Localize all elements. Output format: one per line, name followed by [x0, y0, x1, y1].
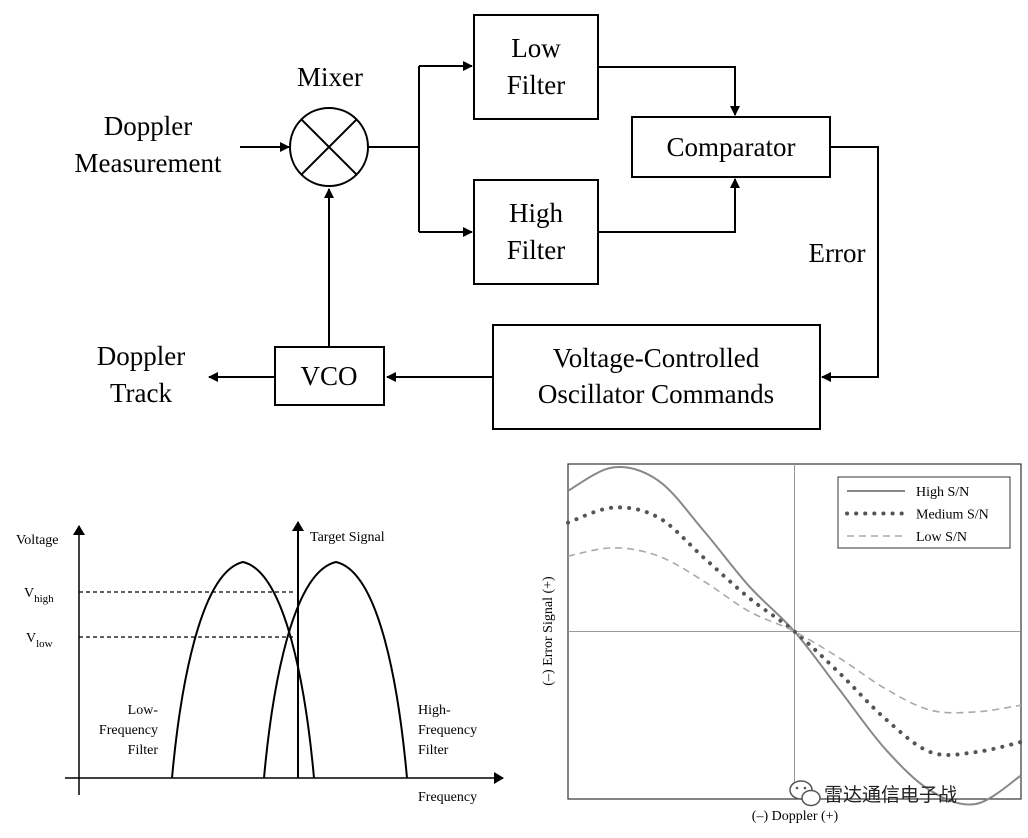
low-frequency-filter-curve	[171, 560, 315, 779]
target-signal-label: Target Signal	[310, 530, 385, 545]
series-layer	[566, 466, 1023, 806]
v-low-label: Vlow	[26, 631, 53, 650]
doppler-track-label-line1: Doppler	[97, 341, 185, 371]
high-frequency-filter-curve	[263, 560, 408, 779]
v-high-label: Vhigh	[24, 586, 54, 605]
legend-label: High S/N	[916, 485, 969, 500]
mixer-symbol	[289, 107, 369, 187]
legend-label: Low S/N	[916, 530, 967, 545]
block-diagram: Doppler Measurement Mixer Low Filter Hig…	[75, 14, 879, 430]
doppler-track-label-line2: Track	[110, 378, 173, 408]
legend-items: High S/N Medium S/N Low S/N	[845, 485, 989, 545]
high-filter-label-line2: Filter	[507, 235, 566, 265]
vco-label: VCO	[300, 361, 357, 391]
voltage-axis-label: Voltage	[16, 533, 59, 548]
watermark: 雷达通信电子战	[789, 780, 957, 807]
doppler-measurement-label-line2: Measurement	[75, 148, 222, 178]
legend: High S/N Medium S/N Low S/N	[837, 476, 1011, 549]
error-feedback-arrow	[821, 146, 879, 382]
high-filter-box	[473, 179, 599, 285]
watermark-text: 雷达通信电子战	[824, 784, 957, 806]
filter-to-comparator-connectors	[598, 66, 740, 233]
frequency-axis-label: Frequency	[418, 790, 477, 805]
low-filter-label-line1: Low	[511, 33, 561, 63]
vco-commands-label-line2: Oscillator Commands	[538, 379, 774, 409]
vco-commands-label-line1: Voltage-Controlled	[553, 343, 760, 373]
high-frequency-filter-label-line2: Frequency	[418, 723, 477, 738]
low-filter-label-line2: Filter	[507, 70, 566, 100]
series-line-medium-s-n	[566, 505, 1023, 758]
series-line-low-s-n	[567, 546, 1022, 714]
doppler-measurement-label-line1: Doppler	[104, 111, 192, 141]
y-axis-label: (–) Error Signal (+)	[541, 576, 556, 686]
mixer-split-connector	[368, 61, 473, 237]
high-filter-label-line1: High	[509, 198, 564, 228]
high-frequency-filter-label-line1: High-	[418, 703, 451, 718]
vco-commands-box	[492, 324, 821, 430]
low-frequency-filter-label-line3: Filter	[128, 743, 159, 758]
x-axis-label: (–) Doppler (+)	[752, 809, 839, 824]
error-label: Error	[809, 238, 866, 268]
wechat-icon	[789, 780, 821, 807]
low-frequency-filter-label-line1: Low-	[128, 703, 159, 718]
error-signal-chart: (–) Doppler (+) (–) Error Signal (+) Hig…	[541, 463, 1023, 824]
comparator-label: Comparator	[667, 132, 796, 162]
low-frequency-filter-label-line2: Frequency	[99, 723, 158, 738]
mixer-label: Mixer	[297, 62, 363, 92]
legend-label: Medium S/N	[916, 508, 989, 523]
low-filter-box	[473, 14, 599, 120]
high-frequency-filter-label-line3: Filter	[418, 743, 449, 758]
filter-response-diagram: Voltage Frequency Target Signal Vhigh Vl…	[16, 521, 504, 805]
